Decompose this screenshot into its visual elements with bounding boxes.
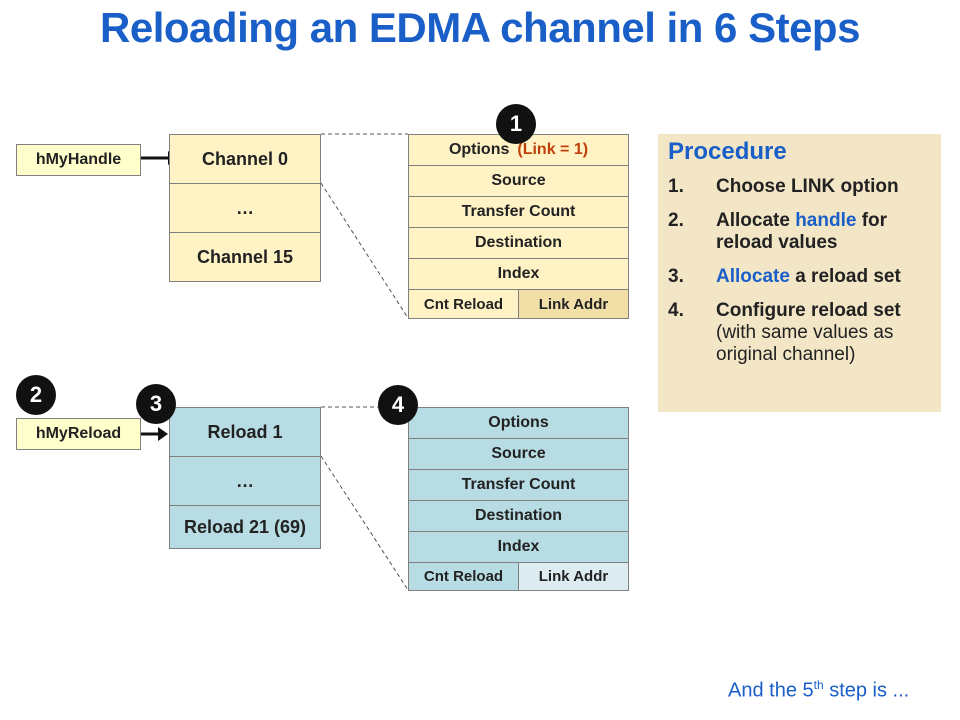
channel-0-label: Channel 0 — [201, 148, 289, 169]
step-2-pre: Allocate — [716, 210, 796, 231]
bottom-source-label: Source — [491, 445, 546, 462]
step-4-number: 4. — [668, 300, 684, 321]
bottom-options-row: Options — [408, 407, 629, 439]
top-link-addr-cell: Link Addr — [518, 289, 629, 319]
top-source-row: Source — [408, 165, 629, 197]
step-badge-2: 2 — [16, 375, 56, 415]
procedure-step-1: 1. Choose LINK option — [668, 176, 941, 198]
channel-15-box: Channel 15 — [169, 232, 321, 282]
step-3-number: 3. — [668, 266, 684, 287]
bottom-link-addr-cell: Link Addr — [518, 562, 629, 591]
bottom-source-row: Source — [408, 438, 629, 470]
step-1-number: 1. — [668, 176, 684, 197]
top-transfer-count-label: Transfer Count — [461, 203, 576, 220]
step-2-text: Allocate handle for reload values — [716, 210, 941, 254]
bottom-link-addr-label: Link Addr — [538, 568, 609, 585]
reload-1-box: Reload 1 — [169, 407, 321, 457]
step-2-highlight: handle — [795, 210, 857, 231]
step-1-text: Choose LINK option — [716, 176, 899, 197]
footer-post: step is ... — [823, 679, 910, 702]
top-cnt-reload-cell: Cnt Reload — [408, 289, 519, 319]
dashed-line-bottom-diag — [320, 455, 409, 591]
bottom-index-label: Index — [497, 538, 540, 555]
step-3-post: a reload set — [789, 266, 901, 287]
bottom-index-row: Index — [408, 531, 629, 563]
channel-0-box: Channel 0 — [169, 134, 321, 184]
procedure-step-2: 2. Allocate handle for reload values — [668, 210, 941, 254]
step-4-text: Configure reload set (with same values a… — [716, 300, 941, 366]
footer-text: And the 5th step is ... — [728, 678, 909, 703]
bottom-destination-label: Destination — [474, 507, 563, 524]
reload-21-label: Reload 21 (69) — [183, 516, 307, 537]
footer-pre: And the 5 — [728, 679, 814, 702]
channel-ellipsis-box: … — [169, 183, 321, 233]
step-badge-4: 4 — [378, 385, 418, 425]
top-transfer-count-row: Transfer Count — [408, 196, 629, 228]
top-source-label: Source — [491, 172, 546, 189]
step-3-text: Allocate a reload set — [716, 266, 941, 288]
reload-ellipsis-box: … — [169, 456, 321, 506]
bottom-destination-row: Destination — [408, 500, 629, 532]
step-2-post: for reload values — [716, 210, 888, 253]
hmyhandle-box: hMyHandle — [16, 144, 141, 176]
top-destination-label: Destination — [474, 234, 563, 251]
hmyreload-box: hMyReload — [16, 418, 141, 450]
channel-ellipsis-label: … — [236, 197, 254, 218]
top-options-label: Options — [448, 141, 510, 158]
reload-ellipsis-label: … — [236, 470, 254, 491]
top-destination-row: Destination — [408, 227, 629, 259]
channel-15-label: Channel 15 — [196, 246, 294, 267]
step-badge-3: 3 — [136, 384, 176, 424]
procedure-step-4: 4. Configure reload set (with same value… — [668, 300, 941, 366]
procedure-title: Procedure — [668, 138, 787, 165]
step-badge-1: 1 — [496, 104, 536, 144]
link-note: (Link = 1) — [517, 141, 589, 158]
bottom-transfer-count-label: Transfer Count — [461, 476, 576, 493]
procedure-step-3: 3. Allocate a reload set — [668, 266, 941, 288]
bottom-options-label: Options — [488, 414, 549, 431]
top-link-addr-label: Link Addr — [538, 295, 609, 313]
footer-sup: th — [813, 678, 824, 692]
top-cnt-reload-label: Cnt Reload — [423, 295, 504, 313]
step-4-note: (with same values as original channel) — [716, 322, 894, 365]
hmyreload-label: hMyReload — [35, 425, 122, 442]
reload-arrowhead — [158, 427, 168, 441]
bottom-cnt-reload-label: Cnt Reload — [423, 568, 504, 585]
page-title: Reloading an EDMA channel in 6 Steps — [100, 4, 860, 51]
step-3-highlight: Allocate — [716, 266, 790, 287]
top-index-row: Index — [408, 258, 629, 290]
bottom-transfer-count-row: Transfer Count — [408, 469, 629, 501]
dashed-line-top-diag — [320, 182, 409, 319]
bottom-cnt-reload-cell: Cnt Reload — [408, 562, 519, 591]
step-2-number: 2. — [668, 210, 684, 231]
reload-1-label: Reload 1 — [207, 421, 283, 442]
procedure-panel: Procedure 1. Choose LINK option 2. Alloc… — [658, 134, 941, 412]
step-4-main: Configure reload set — [716, 300, 901, 321]
reload-21-box: Reload 21 (69) — [169, 505, 321, 549]
hmyhandle-label: hMyHandle — [35, 151, 122, 168]
top-index-label: Index — [497, 265, 540, 282]
